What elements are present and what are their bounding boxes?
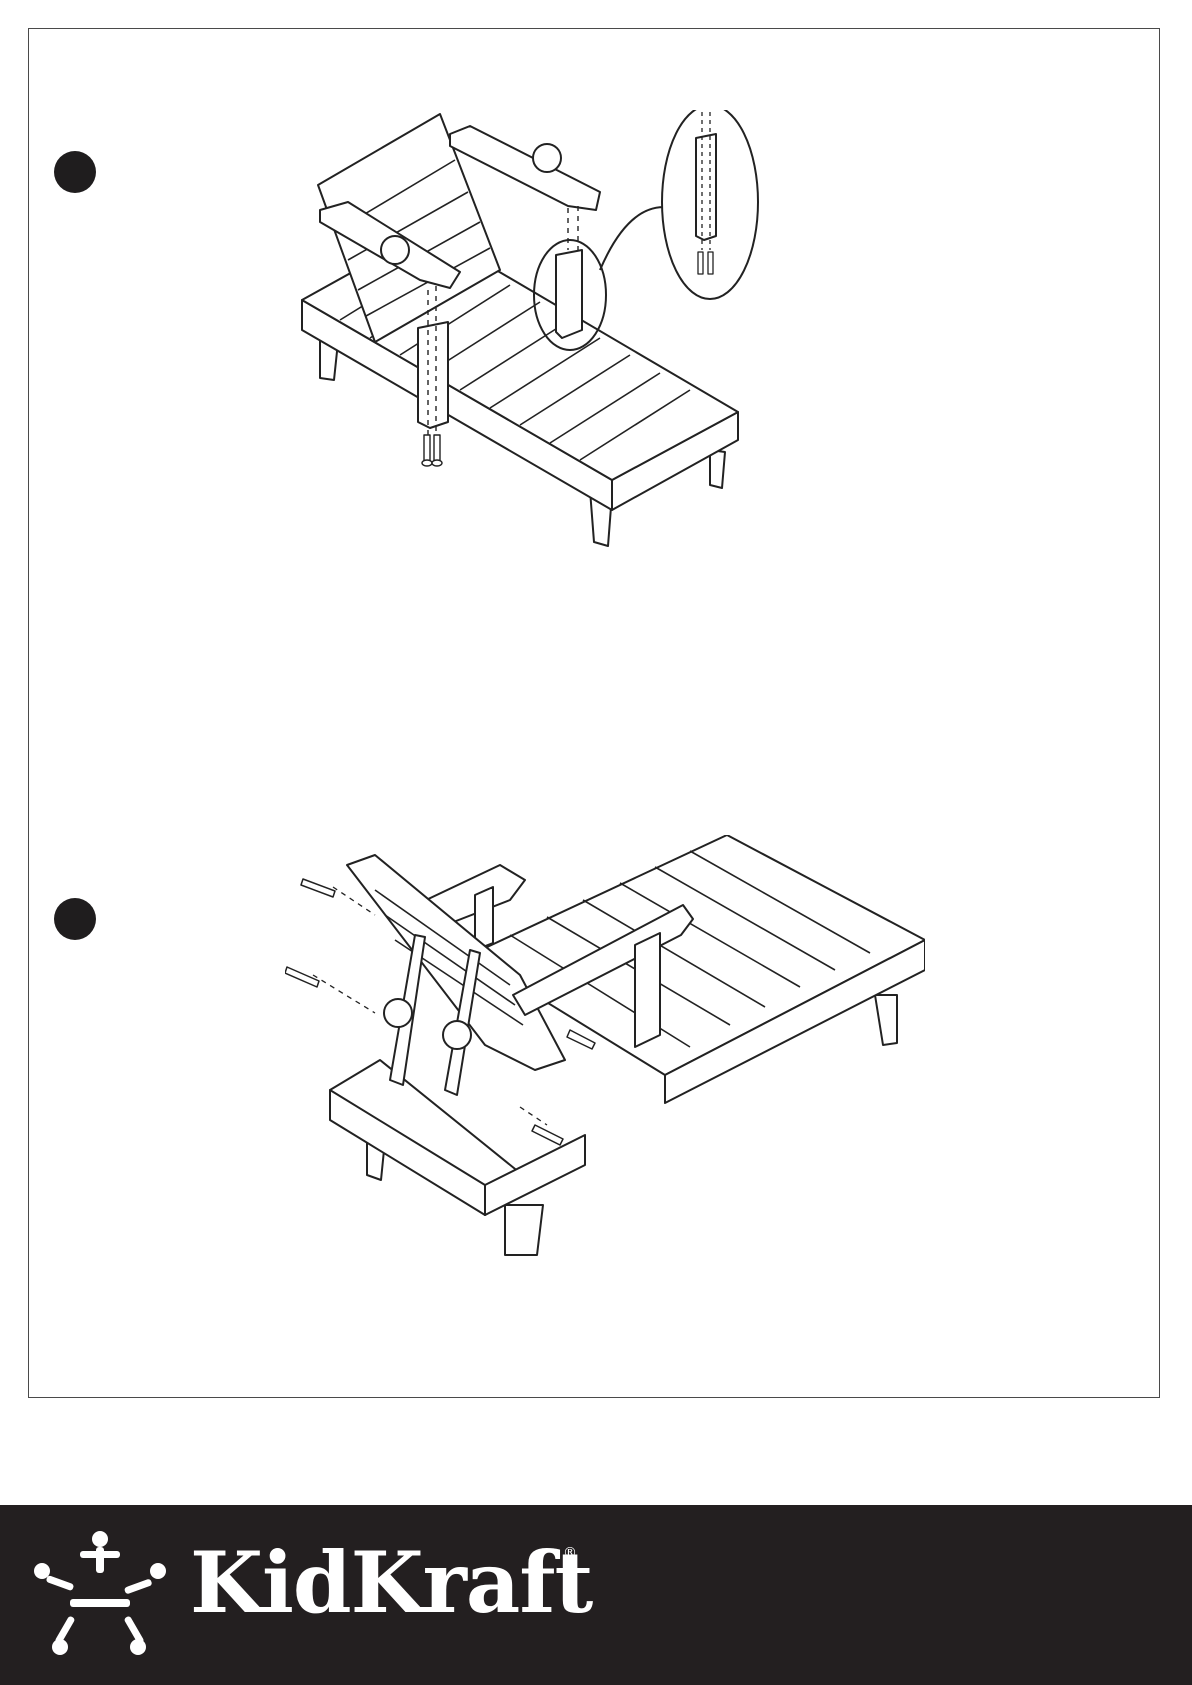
registered-trademark: ® — [563, 1545, 577, 1561]
brand-footer: KidKraft ® — [0, 1505, 1192, 1685]
lounger-end-rail — [330, 1090, 485, 1215]
armrest-post-detail — [696, 134, 716, 240]
part-label-circle — [384, 999, 412, 1027]
step-2-marker — [54, 898, 96, 940]
armrest-post — [418, 322, 448, 428]
lounger-side-rail — [485, 1135, 585, 1215]
screw-icon — [532, 1125, 563, 1145]
kidkraft-children-circle-icon — [30, 1529, 170, 1659]
step-1-lounger-illustration — [300, 110, 820, 590]
screw-icon — [424, 435, 430, 461]
screw-icon — [708, 252, 713, 274]
part-label-circle — [443, 1021, 471, 1049]
screw-icon — [434, 435, 440, 461]
step-2-lounger-illustration — [285, 835, 925, 1265]
part-label-circle — [533, 144, 561, 172]
lounger-leg — [505, 1205, 543, 1255]
part-label-circle — [381, 236, 409, 264]
lounger-leg — [875, 995, 897, 1045]
armrest-post — [556, 250, 582, 338]
lounger-leg — [710, 450, 725, 488]
brand-wordmark: KidKraft — [190, 1541, 592, 1625]
screw-icon — [285, 967, 319, 987]
step-1-marker — [54, 151, 96, 193]
screw-icon — [698, 252, 703, 274]
screw-icon — [301, 879, 335, 897]
screw-icon — [567, 1030, 595, 1049]
armrest-post — [635, 933, 660, 1047]
